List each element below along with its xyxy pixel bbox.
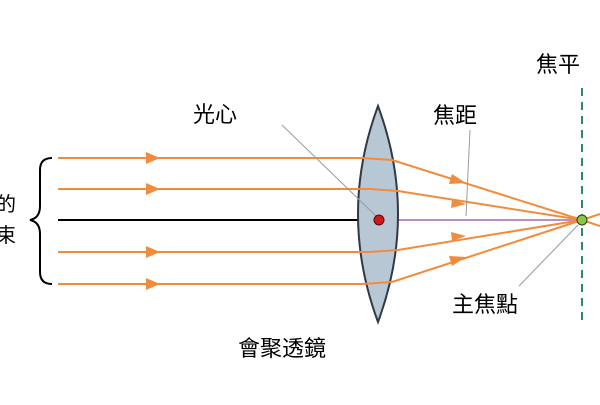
inner-ray [361,157,393,161]
refracted-rays-inside [361,157,399,285]
inner-ray [369,188,399,192]
ray-arrow [449,174,466,184]
ray-arrow [146,246,160,258]
principal-focus-label: 主焦點 [452,293,518,318]
inner-ray [361,281,393,285]
focal-plane-label: 焦平 [536,53,580,78]
focal-length-leader [465,129,471,217]
converging-ray [397,190,583,221]
ray-arrow [146,278,160,290]
lens-label: 會聚透鏡 [238,337,326,362]
ray-arrow [146,152,160,164]
left-label-top: 的 [0,192,16,216]
left-label-bottom: 束 [0,223,16,247]
incoming-rays [58,152,370,290]
ray-arrow [451,232,466,241]
focal-length-label: 焦距 [433,104,477,129]
beam-brace [29,157,53,285]
ray-arrow [146,183,160,195]
principal-focus-dot [576,214,588,226]
inner-ray [369,249,399,253]
converging-rays [391,159,600,283]
converging-ray [397,219,583,251]
optical-center-leader [281,124,377,217]
converging-ray [391,219,583,283]
optical-center-dot [373,214,385,226]
optical-center-label: 光心 [193,103,237,128]
converging-ray [391,159,583,221]
converging-lens [357,103,399,325]
principal-focus-leader [518,224,579,287]
ray-arrow [451,199,466,208]
ray-arrow [449,256,466,266]
